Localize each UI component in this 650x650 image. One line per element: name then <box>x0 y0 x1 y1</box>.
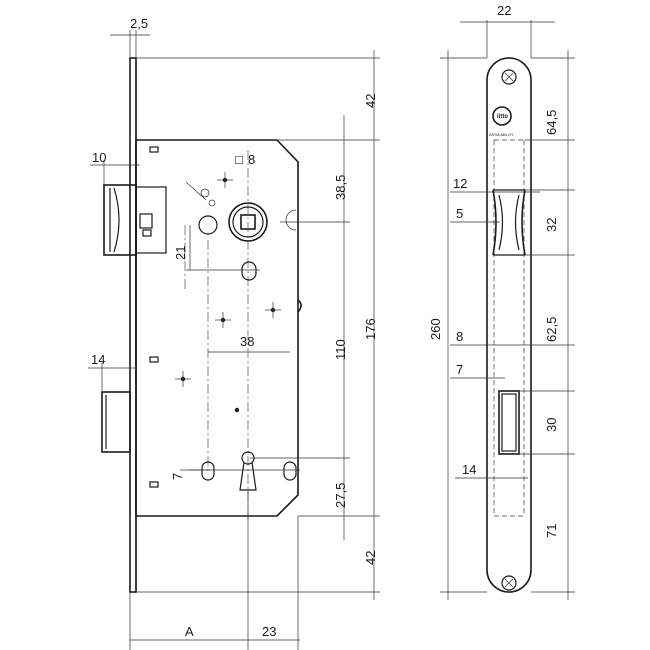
dim-latch-cut-width: 12 <box>453 176 467 191</box>
dim-bottom-offset: 42 <box>363 551 378 565</box>
dead-bolt <box>101 391 131 453</box>
dim-bolt-cut-depth: 7 <box>456 362 463 377</box>
brand-sub: ASSA ABLOY <box>489 132 514 137</box>
dim-latch-cut-depth: 5 <box>456 206 463 221</box>
dim-fp-between: 62,5 <box>544 317 559 342</box>
dimension-lines-right <box>440 20 575 600</box>
dim-key-offset: 38 <box>240 334 254 349</box>
front-plate-edge <box>129 57 137 593</box>
dim-front-thickness: 2,5 <box>130 16 148 31</box>
dim-faceplate-length: 260 <box>428 318 443 340</box>
dim-bolt-cut-width: 14 <box>462 462 476 477</box>
spindle-follower <box>228 202 268 242</box>
latch-bolt <box>103 184 167 256</box>
bolt-cutout <box>498 390 520 455</box>
dim-fp-bottom: 71 <box>544 524 559 538</box>
dim-key-to-bottom: 27,5 <box>333 483 348 508</box>
brand-logo: litto ASSA ABLOY <box>489 106 514 137</box>
lock-body-view <box>101 57 302 593</box>
dim-latch-width: 10 <box>92 150 106 165</box>
dim-overall-body: 176 <box>363 318 378 340</box>
dim-handle-to-key: 110 <box>333 339 348 360</box>
lock-case <box>135 139 299 517</box>
square-icon: □ <box>235 152 243 167</box>
dim-fp-top: 64,5 <box>544 110 559 135</box>
dim-square-size: 8 <box>248 152 255 167</box>
brand-name: litto <box>497 114 508 120</box>
dim-key-depth: 23 <box>262 624 276 639</box>
dim-handle-offset: 38,5 <box>333 175 348 200</box>
dim-bolt-cut-gap: 8 <box>456 329 463 344</box>
latch-cutout <box>492 189 526 256</box>
dim-bolt-width: 14 <box>91 352 105 367</box>
dim-top-offset: 42 <box>363 94 378 108</box>
dimension-lines-left <box>88 30 380 650</box>
dim-spindle-offset: 21 <box>173 246 188 260</box>
dim-bolt-cut-height: 30 <box>544 418 559 432</box>
dim-latch-cut-height: 32 <box>544 218 559 232</box>
faceplate <box>486 57 532 593</box>
dim-backset: A <box>185 624 194 639</box>
dim-hole-offset: 7 <box>170 473 185 480</box>
faceplate-view: litto ASSA ABLOY <box>486 57 532 593</box>
dim-faceplate-width: 22 <box>497 3 511 18</box>
